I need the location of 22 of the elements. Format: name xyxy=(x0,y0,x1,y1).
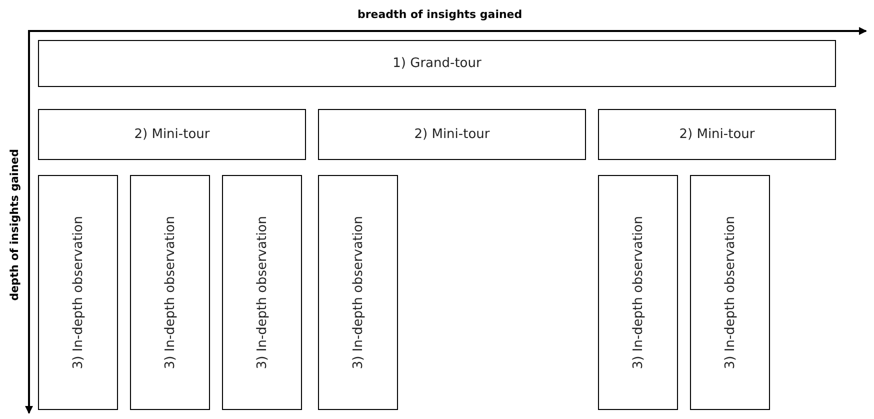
tour-box xyxy=(598,109,836,160)
observation-box xyxy=(318,175,398,410)
observation-box xyxy=(690,175,770,410)
box-label: 2) Mini-tour xyxy=(679,127,755,142)
box-label: 1) Grand-tour xyxy=(392,56,482,71)
axis-label: breadth of insights gained xyxy=(358,8,522,21)
tour-box xyxy=(38,40,836,87)
box-label: 3) In-depth observation xyxy=(162,216,178,370)
axis-label: depth of insights gained xyxy=(8,149,21,301)
box-label: 3) In-depth observation xyxy=(254,216,270,370)
box-label: 3) In-depth observation xyxy=(722,216,738,370)
box-label: 2) Mini-tour xyxy=(414,127,490,142)
tour-box xyxy=(318,109,586,160)
box-label: 3) In-depth observation xyxy=(630,216,646,370)
observation-box xyxy=(222,175,302,410)
observation-box xyxy=(598,175,678,410)
observation-box xyxy=(38,175,118,410)
box-label: 2) Mini-tour xyxy=(134,127,210,142)
box-label: 3) In-depth observation xyxy=(350,216,366,370)
observation-box xyxy=(130,175,210,410)
box-label: 3) In-depth observation xyxy=(70,216,86,370)
tour-box xyxy=(38,109,306,160)
